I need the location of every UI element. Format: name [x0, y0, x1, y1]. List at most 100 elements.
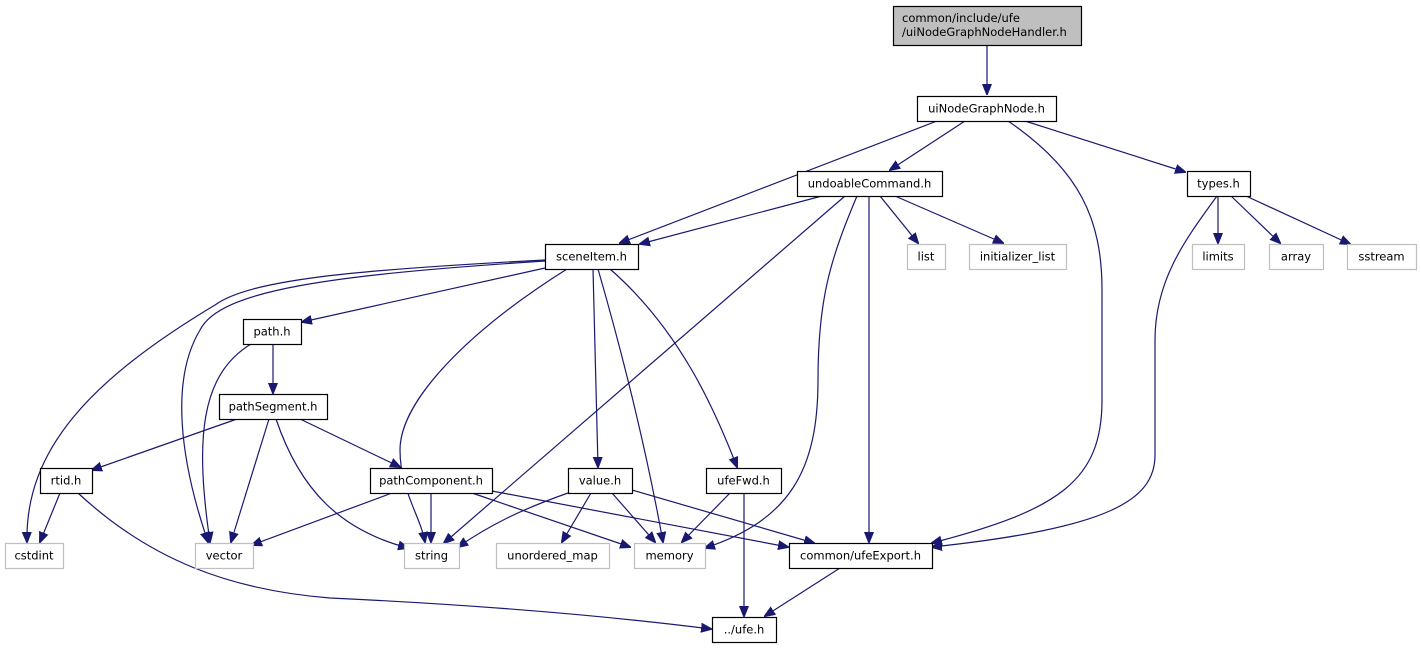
- node-label: sstream: [1358, 250, 1404, 264]
- node-box: [194, 542, 255, 570]
- node-value[interactable]: value.h: [567, 467, 634, 495]
- node-box: [892, 5, 1083, 47]
- node-label: common/include/ufe: [902, 11, 1020, 25]
- edge-undoableCommand-to-sceneItem: [640, 195, 823, 244]
- edge-pathComponent-to-ufeExport: [491, 490, 788, 547]
- edge-value-to-unordered_map: [562, 492, 592, 542]
- edge-uiNodeGraphNode-to-ufeExport: [932, 120, 1103, 543]
- node-box: [39, 467, 94, 495]
- node-box: [369, 467, 494, 495]
- node-sstream: sstream: [1346, 243, 1418, 271]
- edge-rtid-to-cstdint: [40, 492, 61, 542]
- node-undoableCommand[interactable]: undoableCommand.h: [796, 170, 944, 198]
- node-unordered_map: unordered_map: [495, 542, 611, 570]
- node-box: [916, 95, 1058, 123]
- node-limits: limits: [1191, 243, 1246, 271]
- node-box: [705, 467, 783, 495]
- node-label: unordered_map: [507, 549, 598, 563]
- node-vector: vector: [194, 542, 255, 570]
- node-list: list: [906, 243, 947, 271]
- edge-ufeExport-to-ufe: [765, 567, 841, 616]
- edge-uiNodeGraphNode-to-types: [1024, 120, 1185, 172]
- edge-undoableCommand-to-string: [444, 195, 846, 543]
- node-label: vector: [206, 549, 243, 563]
- node-sceneItem[interactable]: sceneItem.h: [544, 243, 640, 271]
- edge-path-to-vector: [201, 343, 252, 542]
- node-label: pathComponent.h: [379, 474, 483, 488]
- node-pathSegment[interactable]: pathSegment.h: [218, 393, 329, 421]
- node-ufe[interactable]: ../ufe.h: [711, 616, 778, 644]
- node-box: [4, 542, 65, 570]
- node-box: [906, 243, 947, 271]
- node-label: string: [415, 549, 448, 563]
- node-ufeExport[interactable]: common/ufeExport.h: [788, 542, 934, 570]
- edge-pathSegment-to-rtid: [92, 418, 238, 470]
- node-cstdint: cstdint: [4, 542, 65, 570]
- edge-ufeFwd-to-memory: [682, 492, 731, 542]
- edge-uiNodeGraphNode-to-undoableCommand: [890, 120, 966, 170]
- node-string: string: [403, 542, 461, 570]
- node-ufeFwd[interactable]: ufeFwd.h: [705, 467, 783, 495]
- node-uiNodeGraphNode[interactable]: uiNodeGraphNode.h: [916, 95, 1058, 123]
- node-path[interactable]: path.h: [242, 318, 303, 346]
- edge-types-to-array: [1230, 195, 1280, 243]
- node-label: value.h: [579, 474, 621, 488]
- edge-sceneItem-to-ufeFwd: [609, 268, 737, 467]
- node-label: types.h: [1197, 177, 1240, 191]
- edge-undoableCommand-to-memory: [705, 195, 858, 548]
- node-label: pathSegment.h: [229, 400, 318, 414]
- nodes: common/include/ufe/uiNodeGraphNodeHandle…: [4, 5, 1418, 644]
- node-label: array: [1281, 250, 1311, 264]
- node-box: [218, 393, 329, 421]
- node-box: [567, 467, 634, 495]
- node-label: cstdint: [14, 549, 54, 563]
- edge-pathComponent-to-memory: [471, 492, 630, 547]
- edges: [27, 45, 1350, 629]
- node-label: ufeFwd.h: [717, 474, 770, 488]
- edge-sceneItem-to-vector: [181, 260, 546, 542]
- node-label: list: [918, 250, 935, 264]
- edge-pathSegment-to-vector: [231, 418, 270, 542]
- edge-value-to-memory: [611, 492, 655, 542]
- edge-undoableCommand-to-list: [879, 195, 918, 243]
- edge-rtid-to-ufe: [77, 492, 711, 629]
- node-label: common/ufeExport.h: [800, 549, 921, 563]
- node-array: array: [1268, 243, 1325, 271]
- edge-sceneItem-to-cstdint: [27, 259, 546, 542]
- edge-sceneItem-to-path: [302, 267, 546, 322]
- node-pathComponent[interactable]: pathComponent.h: [369, 467, 494, 495]
- node-root[interactable]: common/include/ufe/uiNodeGraphNodeHandle…: [892, 5, 1083, 47]
- node-label: undoableCommand.h: [808, 177, 932, 191]
- node-box: [788, 542, 934, 570]
- edge-pathSegment-to-pathComponent: [299, 418, 400, 467]
- node-box: [403, 542, 461, 570]
- node-box: [1191, 243, 1246, 271]
- node-label: rtid.h: [51, 474, 82, 488]
- node-label: uiNodeGraphNode.h: [928, 102, 1045, 116]
- node-box: [968, 243, 1068, 271]
- node-label: sceneItem.h: [556, 250, 627, 264]
- node-label: memory: [645, 549, 693, 563]
- node-box: [711, 616, 778, 644]
- node-box: [495, 542, 611, 570]
- edge-value-to-string: [458, 492, 569, 547]
- node-box: [633, 542, 707, 570]
- node-rtid[interactable]: rtid.h: [39, 467, 94, 495]
- edge-pathComponent-to-vector: [252, 492, 393, 545]
- node-box: [242, 318, 303, 346]
- node-box: [544, 243, 640, 271]
- node-label: path.h: [253, 325, 290, 339]
- node-label: initializer_list: [980, 250, 1056, 264]
- node-memory: memory: [633, 542, 707, 570]
- node-initializer_list: initializer_list: [968, 243, 1068, 271]
- node-box: [796, 170, 944, 198]
- node-box: [1186, 170, 1252, 198]
- edge-types-to-sstream: [1245, 195, 1350, 244]
- edge-undoableCommand-to-initializer_list: [894, 195, 1003, 243]
- node-types[interactable]: types.h: [1186, 170, 1252, 198]
- edge-sceneItem-to-string: [399, 268, 568, 542]
- node-box: [1346, 243, 1418, 271]
- node-label: /uiNodeGraphNodeHandler.h: [902, 25, 1067, 39]
